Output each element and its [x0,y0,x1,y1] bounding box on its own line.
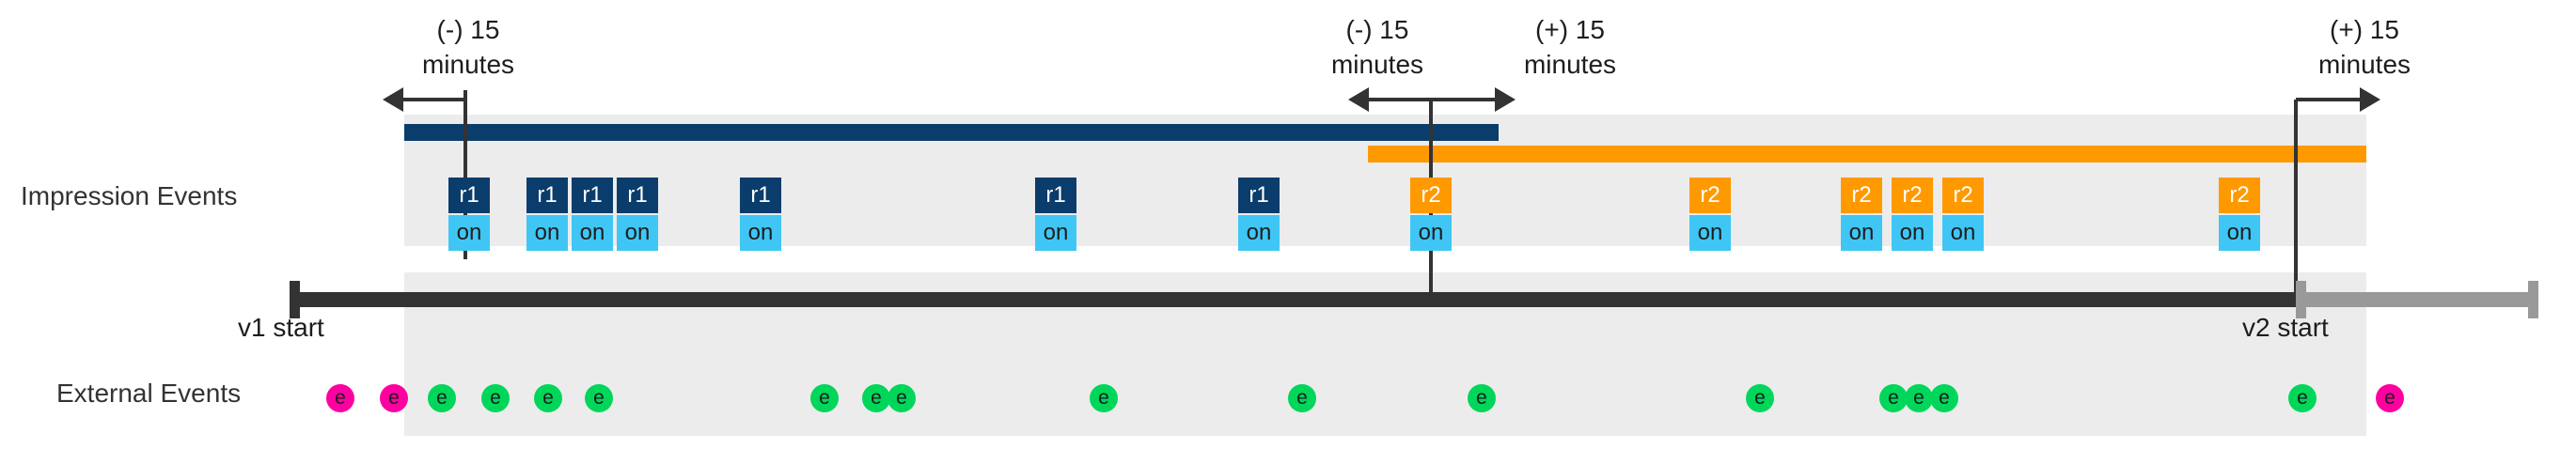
impression-state-badge[interactable]: on [1942,215,1984,251]
external-event-dot[interactable]: e [326,384,354,412]
impression-state-badge[interactable]: on [2219,215,2260,251]
impression-state-badge[interactable]: on [740,215,781,251]
external-event-dot[interactable]: e [1746,384,1774,412]
external-event-dot[interactable]: e [1930,384,1958,412]
external-event-dot[interactable]: e [862,384,890,412]
external-event-dot[interactable]: e [1468,384,1496,412]
external-event-dot[interactable]: e [534,384,562,412]
external-event-dot[interactable]: e [1090,384,1118,412]
impression-events-row-label: Impression Events [21,181,238,210]
version2-duration-bar [1368,146,2366,162]
impression-state-badge[interactable]: on [617,215,658,251]
impression-revision-badge[interactable]: r2 [1841,178,1882,213]
callout-c4-text: (+) 15 minutes [2289,13,2440,83]
v2-start-label: v2 start [2242,313,2329,342]
impression-revision-badge[interactable]: r2 [1942,178,1984,213]
callout-line-1: (+) 15 [1535,15,1605,44]
timeline-v2-cap [2296,281,2306,318]
version1-duration-bar [404,124,1499,141]
callout-c1-arrow-shaft [401,98,465,101]
impression-state-badge[interactable]: on [448,215,490,251]
external-event-dot[interactable]: e [2376,384,2404,412]
external-event-dot[interactable]: e [2288,384,2317,412]
impression-revision-badge[interactable]: r1 [448,178,490,213]
impression-state-badge[interactable]: on [1689,215,1731,251]
callout-c1-text: (-) 15 minutes [393,13,543,83]
impression-revision-badge[interactable]: r1 [572,178,613,213]
impression-revision-badge[interactable]: r2 [1892,178,1933,213]
external-event-dot[interactable]: e [1288,384,1316,412]
callout-line-1: (-) 15 [436,15,500,44]
callout-c3-arrow-head-right [1495,87,1516,112]
callout-line-2: minutes [2317,49,2411,79]
guide-line-v2-start [2294,100,2298,299]
timeline-inactive-segment [2296,292,2538,307]
callout-line-2: minutes [1330,49,1424,79]
timeline-active-segment [290,292,2301,307]
timeline-end-cap [2528,281,2538,318]
callout-c4-arrow-shaft [2296,98,2360,101]
impression-revision-badge[interactable]: r1 [740,178,781,213]
impression-state-badge[interactable]: on [526,215,568,251]
callout-c2-arrow-shaft [1367,98,1431,101]
impression-revision-badge[interactable]: r1 [1238,178,1280,213]
external-event-dot[interactable]: e [810,384,839,412]
external-events-row-label: External Events [56,379,242,408]
callout-c2-arrow-head-left [1348,87,1369,112]
callout-line-1: (-) 15 [1345,15,1409,44]
callout-c4-arrow-head-right [2360,87,2380,112]
callout-line-1: (+) 15 [2330,15,2399,44]
impression-state-badge[interactable]: on [1035,215,1076,251]
impression-state-badge[interactable]: on [1410,215,1452,251]
guide-line-v1-window [463,90,467,259]
callout-c2-text: (-) 15 minutes [1302,13,1453,83]
callout-c3-text: (+) 15 minutes [1495,13,1645,83]
external-event-dot[interactable]: e [1879,384,1908,412]
impression-revision-badge[interactable]: r2 [2219,178,2260,213]
impression-revision-badge[interactable]: r1 [526,178,568,213]
external-event-dot[interactable]: e [1905,384,1933,412]
v1-start-label: v1 start [238,313,324,342]
callout-line-2: minutes [421,49,515,79]
external-event-dot[interactable]: e [887,384,916,412]
impression-revision-badge[interactable]: r2 [1689,178,1731,213]
external-event-dot[interactable]: e [428,384,456,412]
impression-state-badge[interactable]: on [1841,215,1882,251]
impression-state-badge[interactable]: on [572,215,613,251]
external-event-dot[interactable]: e [585,384,613,412]
impression-revision-badge[interactable]: r1 [617,178,658,213]
impression-state-badge[interactable]: on [1238,215,1280,251]
impression-revision-badge[interactable]: r1 [1035,178,1076,213]
callout-c3-arrow-shaft [1431,98,1495,101]
callout-line-2: minutes [1523,49,1617,79]
impression-state-badge[interactable]: on [1892,215,1933,251]
impression-revision-badge[interactable]: r2 [1410,178,1452,213]
external-event-dot[interactable]: e [380,384,408,412]
callout-c1-arrow-head-left [383,87,403,112]
external-event-dot[interactable]: e [481,384,510,412]
